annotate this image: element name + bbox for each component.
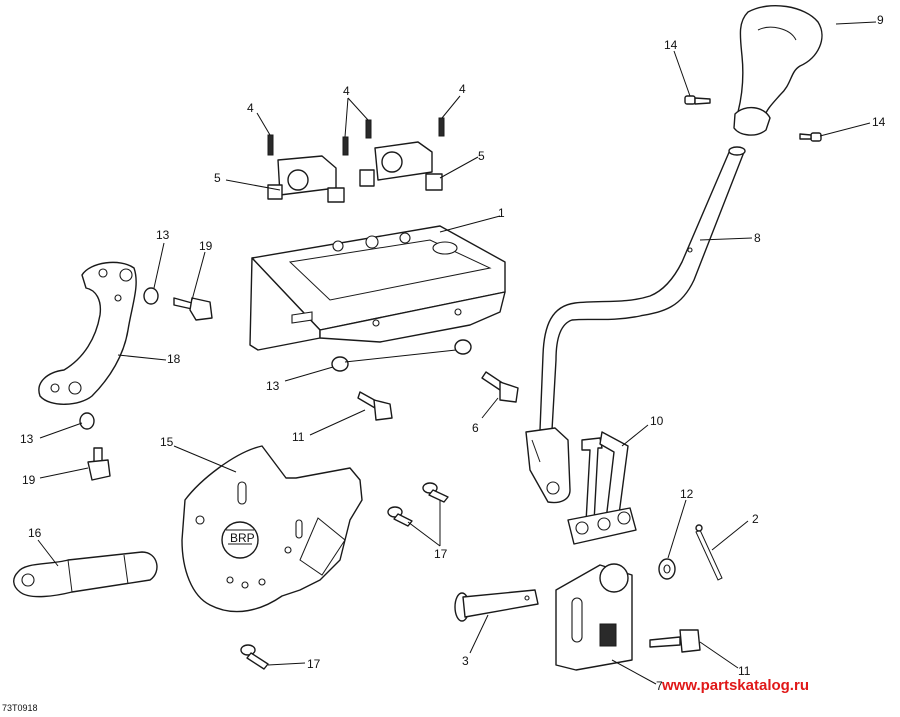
part-19-bolt-a	[173, 297, 213, 321]
part-3-clevis-pin	[454, 589, 539, 622]
part-7-clevis-block	[555, 563, 633, 671]
part-9-shift-knob	[733, 5, 823, 136]
callout-8: 8	[754, 231, 761, 245]
part-19-bolt-b	[87, 447, 111, 481]
callout-16: 16	[28, 526, 42, 540]
callout-5-left: 5	[214, 171, 221, 185]
callout-14-right: 14	[872, 115, 886, 129]
part-14-screw-b	[799, 132, 822, 142]
part-18-curved-bracket	[38, 261, 137, 405]
callout-4-middle: 4	[343, 84, 350, 98]
callout-4-left: 4	[247, 101, 254, 115]
callout-19-lower: 19	[22, 473, 36, 487]
callout-1: 1	[498, 206, 505, 220]
leader-lines	[37, 21, 877, 685]
callout-13-middle: 13	[266, 379, 280, 393]
part-17-bolts	[240, 482, 449, 670]
part-10-linkage	[567, 431, 637, 545]
part-6-bolt	[481, 371, 519, 403]
callout-17-upper: 17	[434, 547, 448, 561]
callout-9: 9	[877, 13, 884, 27]
watermark-link[interactable]: www.partskatalog.ru	[662, 677, 809, 694]
part-12-washer	[658, 558, 676, 580]
part-13-washers	[79, 287, 472, 430]
callout-10: 10	[650, 414, 664, 428]
part-2-cotter-pin	[695, 524, 723, 581]
callout-3: 3	[462, 654, 469, 668]
callout-11-upper: 11	[292, 430, 305, 444]
part-15-side-plate: BRP	[181, 445, 363, 613]
callout-17-lower: 17	[307, 657, 321, 671]
callout-13-left: 13	[20, 432, 34, 446]
part-5-pivot-block-left	[267, 155, 345, 203]
callout-13-top: 13	[156, 228, 170, 242]
brp-badge: BRP	[230, 531, 255, 545]
callout-6: 6	[472, 421, 479, 435]
callout-7: 7	[656, 679, 663, 693]
callout-15: 15	[160, 435, 174, 449]
part-5-pivot-block-right	[359, 141, 443, 191]
part-4-bolts	[267, 117, 445, 156]
drawing-code: 73T0918	[2, 703, 38, 713]
part-11-bolt-upper	[357, 391, 393, 421]
part-8-shift-lever	[525, 146, 746, 504]
part-11-bolt-lower	[649, 629, 701, 653]
callout-4-right: 4	[459, 82, 466, 96]
part-16-arm	[13, 551, 158, 598]
callout-5-right: 5	[478, 149, 485, 163]
callout-12: 12	[680, 487, 694, 501]
part-1-main-bracket	[249, 225, 506, 351]
callout-18: 18	[167, 352, 181, 366]
callout-2: 2	[752, 512, 759, 526]
part-14-screw-a	[684, 95, 711, 105]
callout-14-top: 14	[664, 38, 678, 52]
callout-labels: 1 2 3 4 4 4 5 5 6 7 8 9 10 11 11 12 13 1…	[20, 13, 886, 693]
callout-19-upper: 19	[199, 239, 213, 253]
callout-11-lower: 11	[738, 664, 751, 678]
